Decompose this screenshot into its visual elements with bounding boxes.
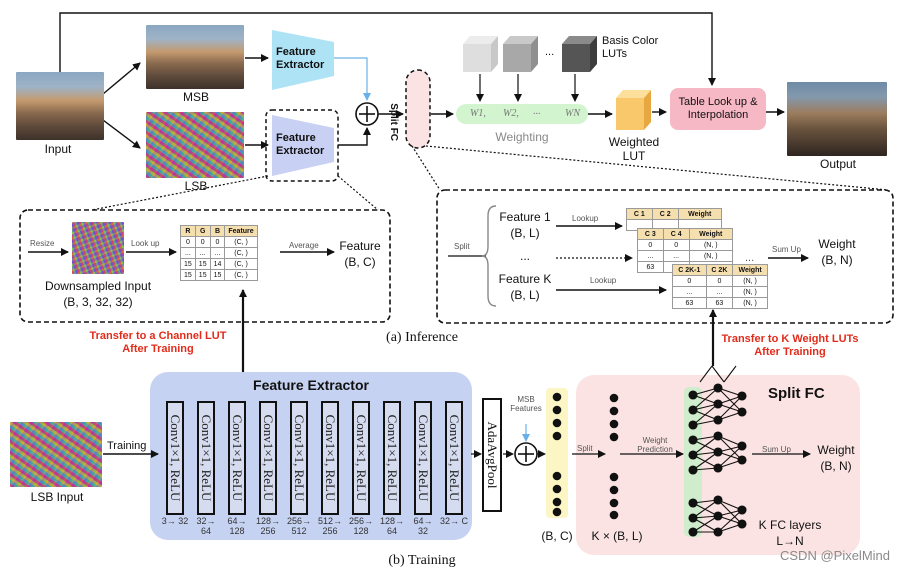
lsb-input-image [10,422,102,487]
skip-arrow [59,12,716,86]
basis-ellipsis: ... [545,46,555,58]
weighting-bar [456,104,588,124]
channel-3: 64→ 128 [227,516,247,537]
weighted-lut-cube [616,98,644,130]
split-training-label: Split [577,444,593,453]
channel-5: 256→ 512 [286,516,312,537]
channel-8: 128→ 64 [379,516,405,537]
weight-label: Weight [818,237,856,251]
output-label: Output [819,157,857,171]
lookup2-label: Lookup [590,276,617,285]
split-fc-pill [405,69,431,149]
channel-9: 64→ 32 [413,516,433,537]
adaptive-avg-pool: AdaAvgPool [482,398,502,512]
downsampled-label: Downsampled Input [44,279,152,293]
channel-6: 512→ 256 [317,516,343,537]
conv-layer-10: Conv1×1, ReLU [445,401,463,515]
split-label: Split [454,242,470,251]
feature-extractor-msb: Feature Extractor [276,46,325,71]
channel-7: 256→ 128 [348,516,374,537]
weighting-label: Weighting [495,130,549,144]
feature-label: Feature [339,239,381,253]
weight-wn: WN [565,108,580,119]
feature1-shape: (B, L) [510,226,540,240]
resize-label: Resize [30,239,55,248]
weight-prediction-label: Weight Prediction [637,436,673,455]
sum-up-label: Sum Up [772,245,801,254]
input-label: Input [44,142,72,156]
ln-label: L→N [776,534,804,548]
feature-extractor-lsb-shape [272,115,334,176]
conv-layer-5: Conv1×1, ReLU [290,401,308,515]
msb-label: MSB [182,90,210,104]
lookup-label: Look up [131,239,160,248]
conv-layer-7: Conv1×1, ReLU [352,401,370,515]
lookup1-label: Lookup [572,214,599,223]
training-caption: (b) Training [388,553,456,568]
feature-extractor-lsb: Feature Extractor [276,132,325,157]
output-image [787,82,887,156]
transfer-left: Transfer to a Channel LUT After Training [89,330,227,355]
downsampled-shape: (B, 3, 32, 32) [63,295,133,309]
channel-2: 32→ 64 [196,516,216,537]
split-fc-training-title: Split FC [768,385,825,402]
channel-10: 32→ C [440,516,469,526]
featurek-shape: (B, L) [510,288,540,302]
table-lookup-label: Table Look up & Interpolation [678,96,758,121]
input-image [16,72,104,140]
kfc-label: K FC layers [758,518,822,532]
average-label: Average [289,241,319,250]
weight-shape: (B, N) [821,253,853,267]
inference-caption: (a) Inference [386,330,458,345]
weight-training-label: Weight [817,443,855,457]
training-fe-title: Feature Extractor [253,377,369,393]
watermark: CSDN @PixelMind [780,548,890,563]
msb-image [146,25,244,89]
msb-features-label: MSB Features [510,395,542,414]
conv-layer-9: Conv1×1, ReLU [414,401,432,515]
conv-layer-6: Conv1×1, ReLU [321,401,339,515]
downsampled-image [72,222,124,274]
feature-dots: ... [519,249,531,263]
featurek-label: Feature K [498,272,552,286]
weight-lut-detail-box [436,189,894,324]
channel-4: 128→ 256 [255,516,281,537]
weight-training-shape: (B, N) [820,459,852,473]
weight-ellipsis: ... [533,106,541,117]
fc-networks [688,365,747,537]
feature-shape: (B, C) [344,255,376,269]
weight-w1: W1, [470,108,486,119]
conv-layer-3: Conv1×1, ReLU [228,401,246,515]
conv-layer-4: Conv1×1, ReLU [259,401,277,515]
table-lookup-box [670,88,766,130]
basis-luts-label: Basis Color LUTs [602,35,659,60]
basis-lut-cubes [463,36,597,72]
conv-layer-8: Conv1×1, ReLU [383,401,401,515]
training-label: Training [107,440,147,452]
channel-lut-detail-box [19,209,391,323]
weighted-lut-label: Weighted LUT [608,135,660,163]
lsb-input-label: LSB Input [30,490,84,504]
feature-extractor-msb-shape [272,30,334,90]
conv-layer-2: Conv1×1, ReLU [197,401,215,515]
channel-1: 3→ 32 [161,516,189,526]
feature1-label: Feature 1 [499,210,551,224]
bc-label: (B, C) [541,529,573,543]
weight-w2: W2, [503,108,519,119]
conv-layer-1: Conv1×1, ReLU [166,401,184,515]
ellipsis: ... [745,252,755,264]
feature-vector-dots [552,392,562,517]
split-fc-label: Split FC [388,103,400,142]
sum-up-training-label: Sum Up [762,445,791,454]
kbl-label: K × (B, L) [591,529,643,543]
lsb-image [146,112,244,178]
lsb-label: LSB [184,179,208,193]
transfer-right: Transfer to K Weight LUTs After Training [721,333,859,358]
